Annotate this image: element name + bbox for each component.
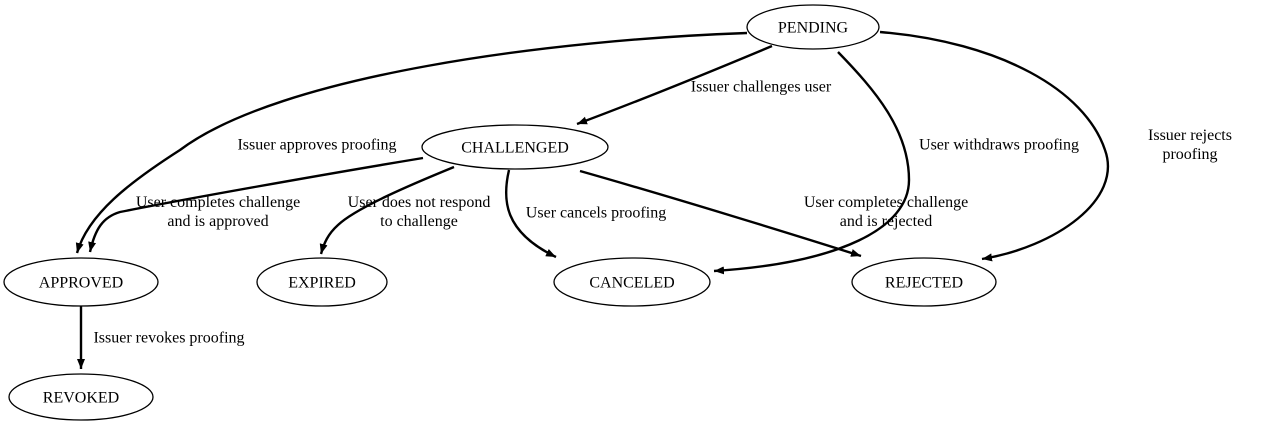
edge-label-user-cancels-proofing: User cancels proofing xyxy=(525,204,667,222)
node-challenged-ellipse xyxy=(421,124,609,170)
edge-label-issuer-challenges-user: Issuer challenges user xyxy=(690,78,832,96)
edge-pending-challenged xyxy=(576,44,773,126)
node-canceled-ellipse xyxy=(553,257,711,307)
edges xyxy=(75,30,1110,369)
edge-pending-rejected xyxy=(879,30,1110,262)
node-approved-ellipse xyxy=(3,257,159,307)
edge-challenged-expired xyxy=(319,165,455,255)
node-revoked-label: REVOKED xyxy=(42,389,120,407)
edge-label-user-completes-challenge-rejected: User completes challenge and is rejected xyxy=(803,194,969,230)
edge-label-issuer-approves-proofing: Issuer approves proofing xyxy=(237,136,397,154)
node-expired-ellipse xyxy=(256,257,388,307)
edge-challenged-rejected xyxy=(579,169,862,258)
edge-pending-approved xyxy=(75,31,748,254)
node-canceled-label: CANCELED xyxy=(589,274,675,292)
node-rejected-ellipse xyxy=(851,257,997,307)
nodes xyxy=(3,4,997,421)
node-revoked-ellipse xyxy=(8,373,154,421)
edge-challenged-approved xyxy=(88,156,424,253)
edge-label-user-does-not-respond: User does not respond to challenge xyxy=(347,194,491,230)
node-approved-label: APPROVED xyxy=(38,274,124,292)
edge-label-user-withdraws-proofing: User withdraws proofing xyxy=(919,136,1079,154)
edge-challenged-canceled xyxy=(504,169,557,259)
edge-pending-canceled xyxy=(713,51,911,275)
node-expired-label: EXPIRED xyxy=(288,274,356,292)
edge-label-user-completes-challenge-approved: User completes challenge and is approved xyxy=(135,194,301,230)
node-pending-ellipse xyxy=(746,4,880,50)
edge-label-issuer-revokes-proofing: Issuer revokes proofing xyxy=(93,329,245,347)
node-rejected-label: REJECTED xyxy=(884,274,964,292)
edge-label-issuer-rejects-proofing: Issuer rejects proofing xyxy=(1148,127,1232,163)
node-pending-label: PENDING xyxy=(777,19,849,37)
node-challenged-label: CHALLENGED xyxy=(461,139,569,157)
